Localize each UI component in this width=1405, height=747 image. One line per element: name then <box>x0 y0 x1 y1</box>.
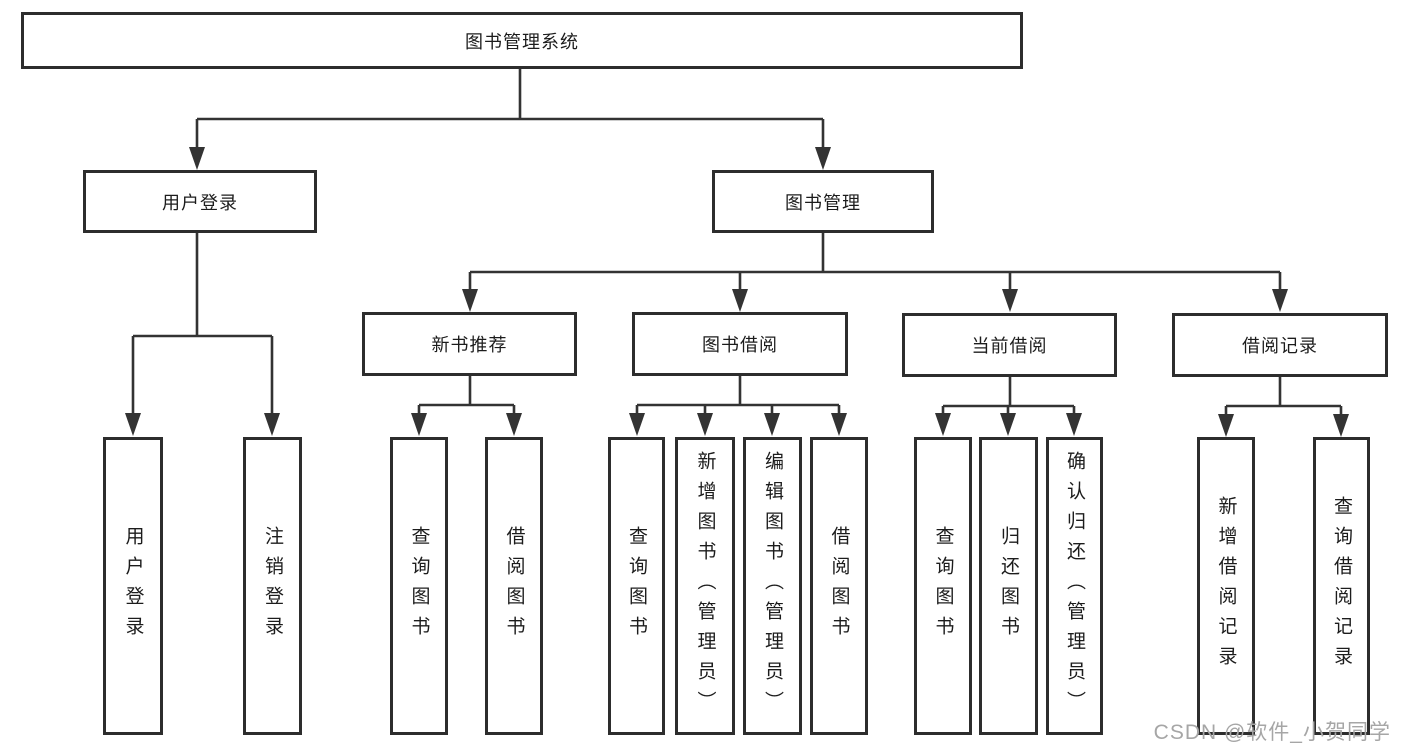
leaf-query-borrow-record: 查询借阅记录 <box>1313 437 1370 735</box>
arrowhead <box>1002 289 1018 312</box>
node-borrow-records: 借阅记录 <box>1172 313 1388 377</box>
leaf-logout-label: 注销登录 <box>262 526 283 646</box>
leaf-user-login: 用户登录 <box>103 437 163 735</box>
arrowhead <box>125 413 141 436</box>
arrowhead <box>411 413 427 436</box>
connector-book-borrow-to-leaves <box>629 376 847 436</box>
arrowhead <box>1066 413 1082 436</box>
leaf-edit-book-admin: 编辑图书（管理员） <box>743 437 802 735</box>
arrowhead <box>1333 414 1349 437</box>
leaf-confirm-return-admin-label: 确认归还（管理员） <box>1064 451 1085 721</box>
arrowhead <box>697 413 713 436</box>
arrowhead <box>815 147 831 170</box>
node-book-mgmt: 图书管理 <box>712 170 934 233</box>
leaf-query-books-recommend-label: 查询图书 <box>408 526 430 646</box>
node-borrow-records-label: 借阅记录 <box>1242 336 1318 356</box>
connector-borrow-records-to-leaves <box>1218 377 1349 437</box>
node-user-login-label: 用户登录 <box>162 192 238 213</box>
arrowhead <box>935 413 951 436</box>
node-new-book-recommend-label: 新书推荐 <box>431 335 508 355</box>
leaf-query-books-current: 查询图书 <box>914 437 972 735</box>
node-book-borrow-label: 图书借阅 <box>702 335 778 355</box>
leaf-add-borrow-record-label: 新增借阅记录 <box>1215 496 1237 676</box>
arrowhead <box>732 289 748 312</box>
leaf-borrow-books-borrow-label: 借阅图书 <box>828 526 850 646</box>
leaf-borrow-books-recommend-label: 借阅图书 <box>503 526 525 646</box>
leaf-confirm-return-admin: 确认归还（管理员） <box>1046 437 1103 735</box>
connector-new-book-to-leaves <box>411 376 522 436</box>
arrowhead <box>1272 289 1288 312</box>
node-root-label: 图书管理系统 <box>465 31 579 52</box>
arrowhead <box>189 147 205 170</box>
connector-current-borrow-to-leaves <box>935 377 1082 436</box>
connector-user-login-to-leaves <box>125 233 280 436</box>
node-current-borrow: 当前借阅 <box>902 313 1117 377</box>
leaf-return-book: 归还图书 <box>979 437 1038 735</box>
node-user-login: 用户登录 <box>83 170 317 233</box>
arrowhead <box>629 413 645 436</box>
leaf-edit-book-admin-label: 编辑图书（管理员） <box>762 451 783 721</box>
node-new-book-recommend: 新书推荐 <box>362 312 577 376</box>
arrowhead <box>506 413 522 436</box>
arrowhead <box>831 413 847 436</box>
node-current-borrow-label: 当前借阅 <box>971 336 1048 356</box>
csdn-watermark: CSDN @软件_小贺同学 <box>1153 721 1391 744</box>
connector-root-to-level1 <box>189 69 831 170</box>
node-book-borrow: 图书借阅 <box>632 312 848 376</box>
node-book-mgmt-label: 图书管理 <box>785 192 861 213</box>
leaf-query-books-current-label: 查询图书 <box>932 526 954 646</box>
leaf-add-book-admin: 新增图书（管理员） <box>675 437 735 735</box>
leaf-query-books-borrow: 查询图书 <box>608 437 665 735</box>
leaf-add-book-admin-label: 新增图书（管理员） <box>694 451 716 721</box>
leaf-user-login-label: 用户登录 <box>122 526 144 646</box>
leaf-query-books-borrow-label: 查询图书 <box>626 526 647 646</box>
leaf-borrow-books-borrow: 借阅图书 <box>810 437 868 735</box>
leaf-borrow-books-recommend: 借阅图书 <box>485 437 543 735</box>
connector-book-mgmt-to-level2 <box>462 233 1288 312</box>
node-root: 图书管理系统 <box>21 12 1023 69</box>
leaf-return-book-label: 归还图书 <box>998 526 1019 646</box>
leaf-query-books-recommend: 查询图书 <box>390 437 448 735</box>
leaf-add-borrow-record: 新增借阅记录 <box>1197 437 1255 735</box>
arrowhead <box>264 413 280 436</box>
leaf-logout: 注销登录 <box>243 437 302 735</box>
arrowhead <box>764 413 780 436</box>
arrowhead <box>462 289 478 312</box>
arrowhead <box>1218 414 1234 437</box>
arrowhead <box>1000 413 1016 436</box>
leaf-query-borrow-record-label: 查询借阅记录 <box>1331 496 1352 676</box>
